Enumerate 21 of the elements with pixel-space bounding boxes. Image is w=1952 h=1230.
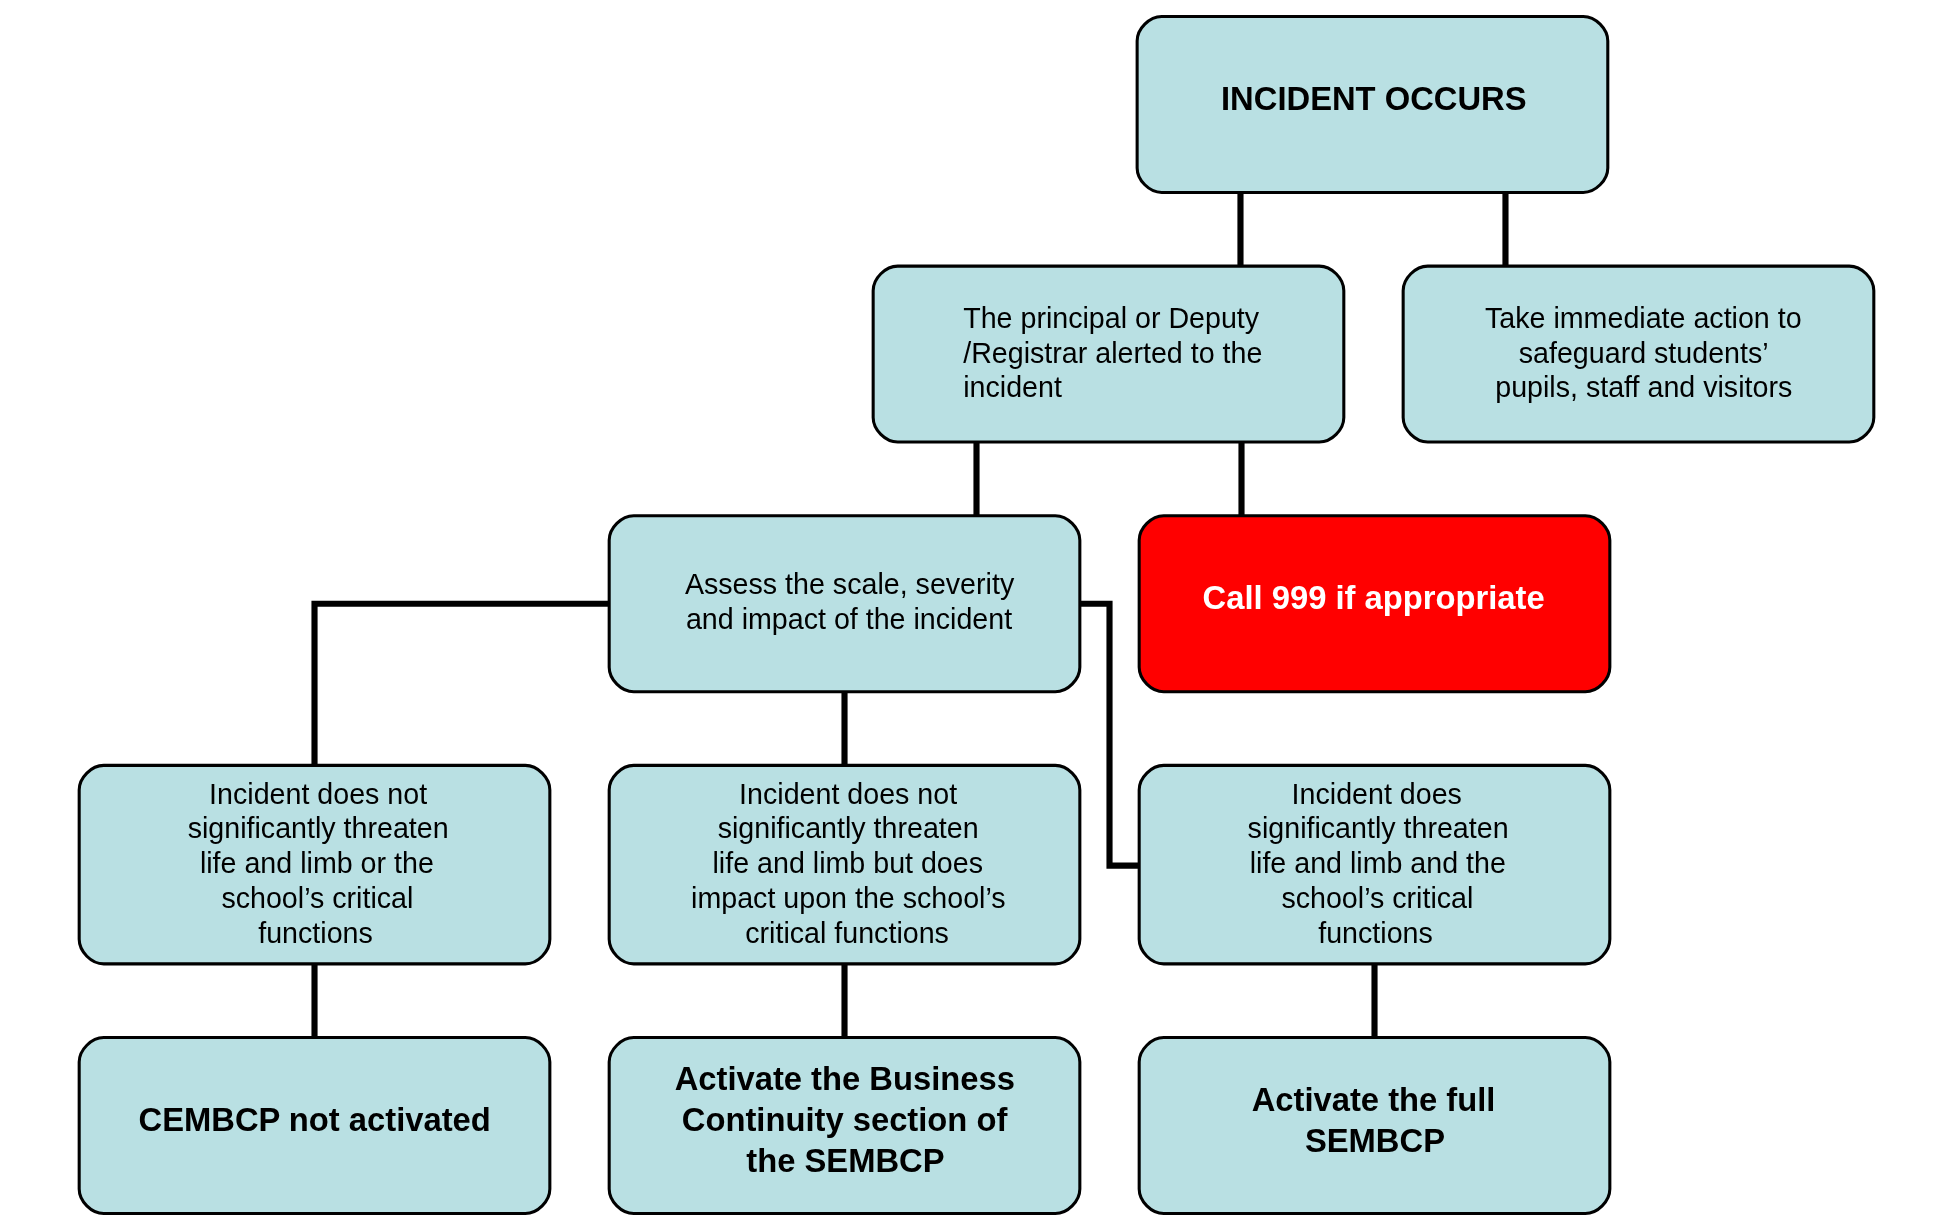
node-box: Incident does not significantly threaten life and limb but does impact upon the school’s critical functions	[607, 763, 1081, 966]
connector	[972, 442, 980, 516]
node-box: INCIDENT OCCURS	[1135, 14, 1609, 194]
node-box: Call 999 if appropriate	[1137, 514, 1611, 694]
connector	[1370, 964, 1378, 1038]
node-box: Assess the scale, severity and impact of the incident	[607, 514, 1081, 694]
node-box: Activate the full SEMBCP	[1137, 1036, 1611, 1216]
connector	[1501, 192, 1509, 266]
connector	[310, 600, 609, 766]
node-box: Incident does not significantly threaten life and limb or the school’s critical functions	[77, 763, 551, 966]
connector	[840, 692, 848, 765]
node-box: CEMBCP not activated	[77, 1036, 551, 1216]
node-box: Incident does significantly threaten life and limb and the school’s critical functions	[1137, 763, 1611, 966]
connector	[1236, 192, 1244, 266]
connector	[840, 964, 848, 1038]
connector	[1079, 600, 1139, 869]
connector	[1237, 442, 1245, 516]
node-box: Activate the Business Continuity section of the SEMBCP	[607, 1036, 1081, 1216]
node-box: The principal or Deputy /Registrar alerted to the incident	[871, 264, 1345, 444]
node-box: Take immediate action to safeguard students’ pupils, staff and visitors	[1401, 264, 1875, 444]
connector	[310, 964, 318, 1038]
